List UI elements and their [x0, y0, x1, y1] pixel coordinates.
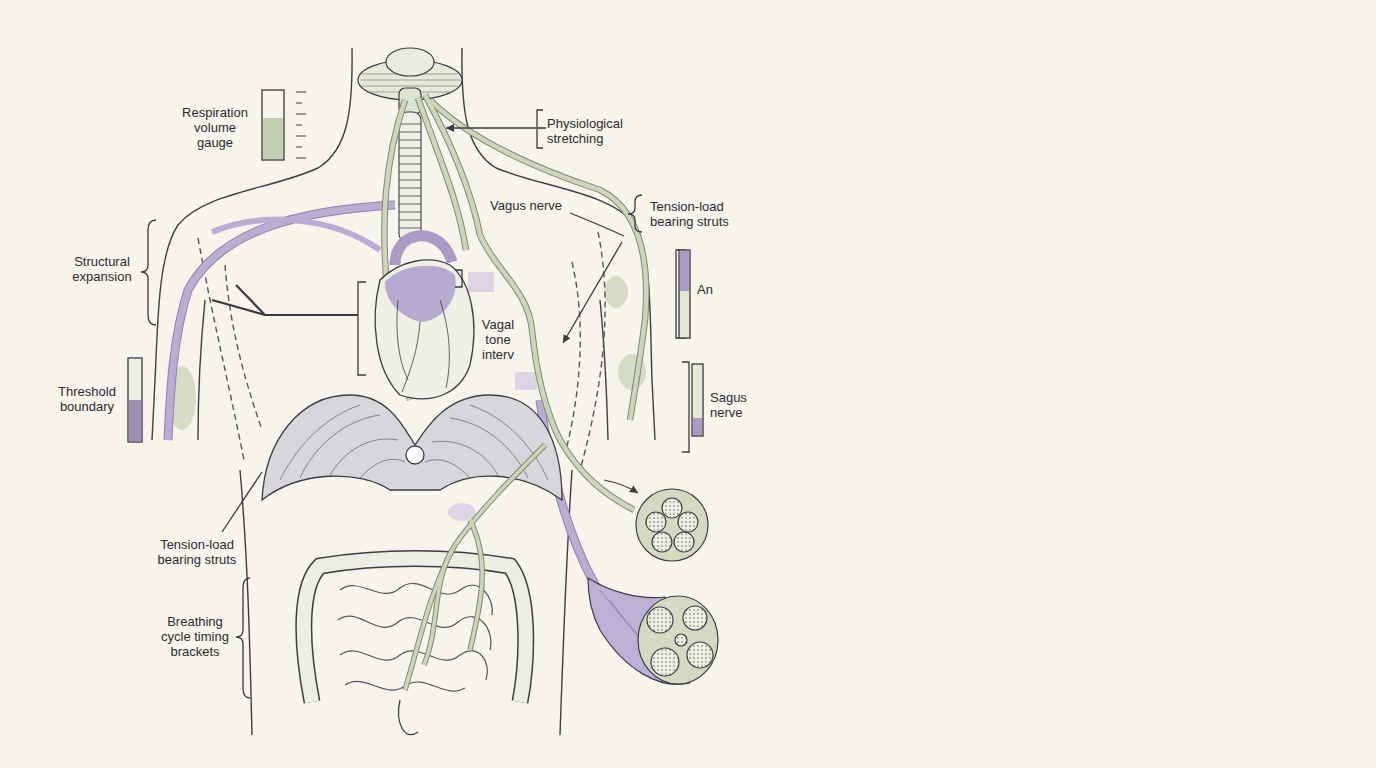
body-outline: [240, 470, 252, 735]
nerve-cross-section: [652, 532, 672, 552]
heart: [375, 236, 474, 399]
intestines: [304, 559, 526, 703]
gauges-brackets: [679, 250, 690, 338]
part-label: Tension-load bearing struts: [650, 199, 750, 229]
heart: [385, 266, 456, 322]
heart: [397, 300, 449, 392]
vagus-nerve: [418, 98, 466, 250]
nerve-cross-section: [651, 648, 679, 676]
part-label: Tension-load bearing struts: [149, 537, 245, 567]
diaphragm: [280, 405, 548, 480]
gauges-brackets: [570, 213, 624, 236]
gauges-brackets: [129, 400, 141, 441]
part-label: Structural expansion: [62, 254, 142, 284]
intestines: [399, 700, 418, 735]
gauges-brackets: [446, 127, 536, 128]
vagus-nerve: [418, 98, 466, 250]
gauges-brackets: [236, 578, 250, 698]
gauges-brackets: [358, 282, 366, 375]
part-label: Physiological stretching: [547, 116, 637, 146]
body-outline: [198, 300, 205, 440]
trachea: [399, 112, 421, 242]
gauges-brackets: [222, 472, 262, 532]
gauges-brackets: [628, 195, 642, 232]
body-outline: [600, 300, 608, 440]
part-label: Breathing cycle timing brackets: [155, 614, 235, 659]
intestines: [304, 559, 526, 703]
nerve-cross-section: [683, 606, 707, 630]
intestines: [470, 520, 482, 650]
part-label: An: [697, 282, 727, 297]
part-label: Vagal tone interv: [476, 317, 520, 362]
gauges-brackets: [128, 90, 703, 698]
gauges-brackets: [692, 364, 703, 436]
diaphragm: [262, 395, 562, 500]
rib-lines: [580, 232, 605, 470]
nerve-cross-section: [646, 512, 666, 532]
gauges-brackets: [262, 90, 284, 160]
nerve-cross-section: [678, 512, 698, 532]
gauges-brackets: [680, 251, 689, 291]
part-label: Respiration volume gauge: [177, 105, 253, 150]
intestines: [470, 520, 482, 650]
intestines: [304, 445, 545, 735]
gauges-brackets: [455, 270, 462, 287]
intestines: [424, 550, 452, 665]
body-outline: [152, 48, 352, 440]
intestines: [338, 584, 492, 692]
gauges-brackets: [141, 220, 156, 325]
pale-smudges: [448, 503, 476, 521]
trachea: [399, 112, 421, 242]
nerve-cross-section: [647, 607, 673, 633]
nerve-cross-section: [638, 596, 718, 684]
gauges-brackets: [537, 110, 546, 148]
nerve-cross-section: [604, 480, 638, 493]
rib-lines: [566, 262, 580, 450]
gauges-brackets: [128, 358, 142, 442]
pale-smudges: [515, 372, 537, 390]
gauges-brackets: [212, 285, 358, 315]
nerve-cross-section: [662, 498, 682, 518]
pale-smudges: [468, 272, 494, 292]
gauges-brackets: [296, 92, 306, 158]
nerve-cross-section: [687, 642, 713, 668]
nerve-cross-section: [675, 634, 687, 646]
brain-stem: [358, 48, 462, 114]
intestines: [405, 445, 545, 690]
intestines: [405, 445, 545, 690]
trachea: [399, 124, 421, 228]
brain-stem: [386, 48, 434, 76]
part-label: Threshold boundary: [48, 384, 126, 414]
intestines: [405, 445, 545, 690]
nerve-cross-section: [588, 480, 718, 684]
heart: [375, 260, 474, 399]
nerve-cross-section: [636, 489, 708, 561]
body-outline: [462, 48, 655, 440]
purple-nerve: [212, 220, 380, 250]
nerve-cross-section: [674, 532, 694, 552]
diaphragm: [406, 446, 424, 464]
part-label: Vagus nerve: [490, 198, 570, 213]
pale-smudges: [604, 276, 628, 308]
part-label: Sagus nerve: [710, 390, 762, 420]
intestines: [405, 445, 545, 690]
gauges-brackets: [682, 362, 689, 452]
gauges-brackets: [563, 242, 622, 343]
rib-lines: [225, 265, 262, 430]
gauges-brackets: [693, 418, 702, 435]
body-outline: [152, 48, 655, 735]
gauges-brackets: [263, 118, 283, 159]
diaphragm: [262, 395, 562, 500]
